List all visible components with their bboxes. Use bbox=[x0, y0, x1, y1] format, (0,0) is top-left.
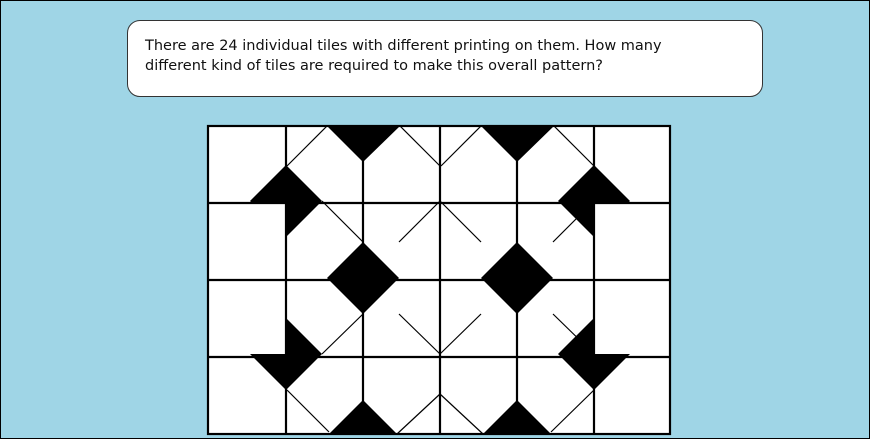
white-inset-upper-right bbox=[594, 202, 668, 238]
question-text-line-2: different kind of tiles are required to … bbox=[145, 56, 746, 76]
question-text-line-1: There are 24 individual tiles with diffe… bbox=[145, 36, 746, 56]
white-inset-lower-right bbox=[594, 318, 668, 354]
tile-pattern bbox=[206, 124, 672, 436]
white-inset-upper-left bbox=[210, 202, 286, 238]
question-box: There are 24 individual tiles with diffe… bbox=[127, 20, 763, 97]
white-inset-lower-left bbox=[210, 318, 286, 354]
